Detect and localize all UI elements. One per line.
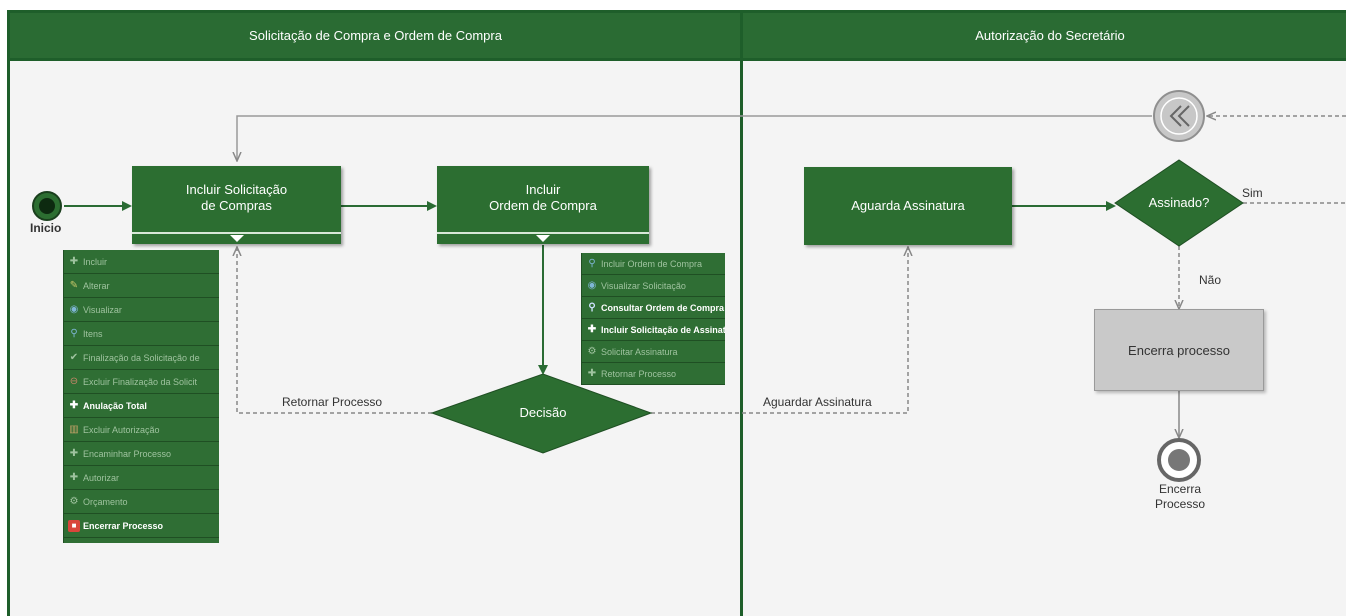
menu-item-visualizar[interactable]: ◉Visualizar bbox=[64, 298, 219, 322]
task-label: Encerra processo bbox=[1128, 342, 1230, 358]
divider bbox=[437, 232, 649, 234]
menu-item-consultar-ordem[interactable]: ⚲Consultar Ordem de Compra bbox=[582, 297, 725, 319]
start-label: Inicio bbox=[30, 221, 62, 235]
stop-icon: ■ bbox=[68, 519, 80, 532]
edge-label-retornar: Retornar Processo bbox=[282, 395, 383, 409]
menu-item-incluir-solicitacao-assinatura[interactable]: ✚Incluir Solicitação de Assinat bbox=[582, 319, 725, 341]
menu-item-excluir-autorizacao[interactable]: ▥Excluir Autorização bbox=[64, 418, 219, 442]
menu-item-encaminhar[interactable]: ✚Encaminhar Processo bbox=[64, 442, 219, 466]
task-incluir-solicitacao[interactable]: Incluir Solicitação de Compras bbox=[132, 166, 341, 244]
task-incluir-ordem[interactable]: Incluir Ordem de Compra bbox=[437, 166, 649, 244]
menu-item-solicitar-assinatura[interactable]: ⚙Solicitar Assinatura bbox=[582, 341, 725, 363]
edge-label-sim: Sim bbox=[1242, 186, 1263, 200]
check-icon: ✔ bbox=[69, 351, 79, 363]
edit-icon: ✎ bbox=[69, 279, 79, 291]
context-menu-ordem: ⚲Incluir Ordem de Compra ◉Visualizar Sol… bbox=[581, 253, 725, 385]
task-label: Incluir Ordem de Compra bbox=[489, 182, 597, 213]
menu-item-incluir-ordem[interactable]: ⚲Incluir Ordem de Compra bbox=[582, 253, 725, 275]
menu-item-excluir-finalizacao[interactable]: ⊖Excluir Finalização da Solicit bbox=[64, 370, 219, 394]
divider bbox=[132, 232, 341, 234]
plus-icon: ✚ bbox=[69, 447, 79, 459]
eye-icon: ◉ bbox=[69, 303, 79, 315]
assinado-label: Assinado? bbox=[1148, 195, 1210, 210]
search-icon: ⚲ bbox=[588, 301, 596, 313]
edge-label-nao: Não bbox=[1199, 273, 1222, 287]
trash-icon: ▥ bbox=[69, 423, 79, 435]
menu-item-alterar[interactable]: ✎Alterar bbox=[64, 274, 219, 298]
chevron-down-icon[interactable] bbox=[536, 235, 550, 242]
plus-icon: ✚ bbox=[587, 367, 597, 379]
lane-header-solicitacao: Solicitação de Compra e Ordem de Compra bbox=[10, 13, 741, 61]
gear-icon: ⚙ bbox=[69, 495, 79, 507]
decisao-label: Decisão bbox=[519, 405, 567, 420]
eye-icon: ◉ bbox=[587, 279, 597, 291]
task-encerra-processo[interactable]: Encerra processo bbox=[1094, 309, 1264, 391]
menu-item-incluir[interactable]: ✚Incluir bbox=[64, 250, 219, 274]
edge-label-aguardar: Aguardar Assinatura bbox=[763, 395, 872, 409]
menu-item-itens[interactable]: ⚲Itens bbox=[64, 322, 219, 346]
menu-item-autorizar[interactable]: ✚Autorizar bbox=[64, 466, 219, 490]
plus-icon: ✚ bbox=[69, 471, 79, 483]
menu-item-encerrar[interactable]: ■Encerrar Processo bbox=[64, 514, 219, 538]
menu-item-visualizar-solicitacao[interactable]: ◉Visualizar Solicitação bbox=[582, 275, 725, 297]
remove-icon: ⊖ bbox=[69, 375, 79, 387]
menu-item-finalizacao[interactable]: ✔Finalização da Solicitação de bbox=[64, 346, 219, 370]
chevron-down-icon[interactable] bbox=[229, 235, 244, 242]
plus-icon: ✚ bbox=[69, 255, 79, 267]
search-icon: ⚲ bbox=[70, 327, 78, 339]
menu-item-retornar-processo[interactable]: ✚Retornar Processo bbox=[582, 363, 725, 385]
menu-item-orcamento[interactable]: ⚙Orçamento bbox=[64, 490, 219, 514]
lane-title: Autorização do Secretário bbox=[975, 28, 1125, 43]
task-aguarda-assinatura[interactable]: Aguarda Assinatura bbox=[804, 167, 1012, 245]
context-menu-solicitacao: ✚Incluir ✎Alterar ◉Visualizar ⚲Itens ✔Fi… bbox=[63, 250, 219, 543]
plus-icon: ✚ bbox=[587, 323, 597, 335]
lane-title: Solicitação de Compra e Ordem de Compra bbox=[249, 28, 502, 43]
end-label: Encerra Processo bbox=[1154, 482, 1206, 511]
task-label: Incluir Solicitação de Compras bbox=[185, 182, 288, 213]
search-icon: ⚲ bbox=[588, 257, 596, 269]
menu-item-anulacao[interactable]: ✚Anulação Total bbox=[64, 394, 219, 418]
gear-icon: ⚙ bbox=[587, 345, 597, 357]
lane-header-autorizacao: Autorização do Secretário bbox=[743, 13, 1346, 61]
task-label: Aguarda Assinatura bbox=[851, 198, 965, 213]
plus-icon: ✚ bbox=[69, 399, 79, 411]
